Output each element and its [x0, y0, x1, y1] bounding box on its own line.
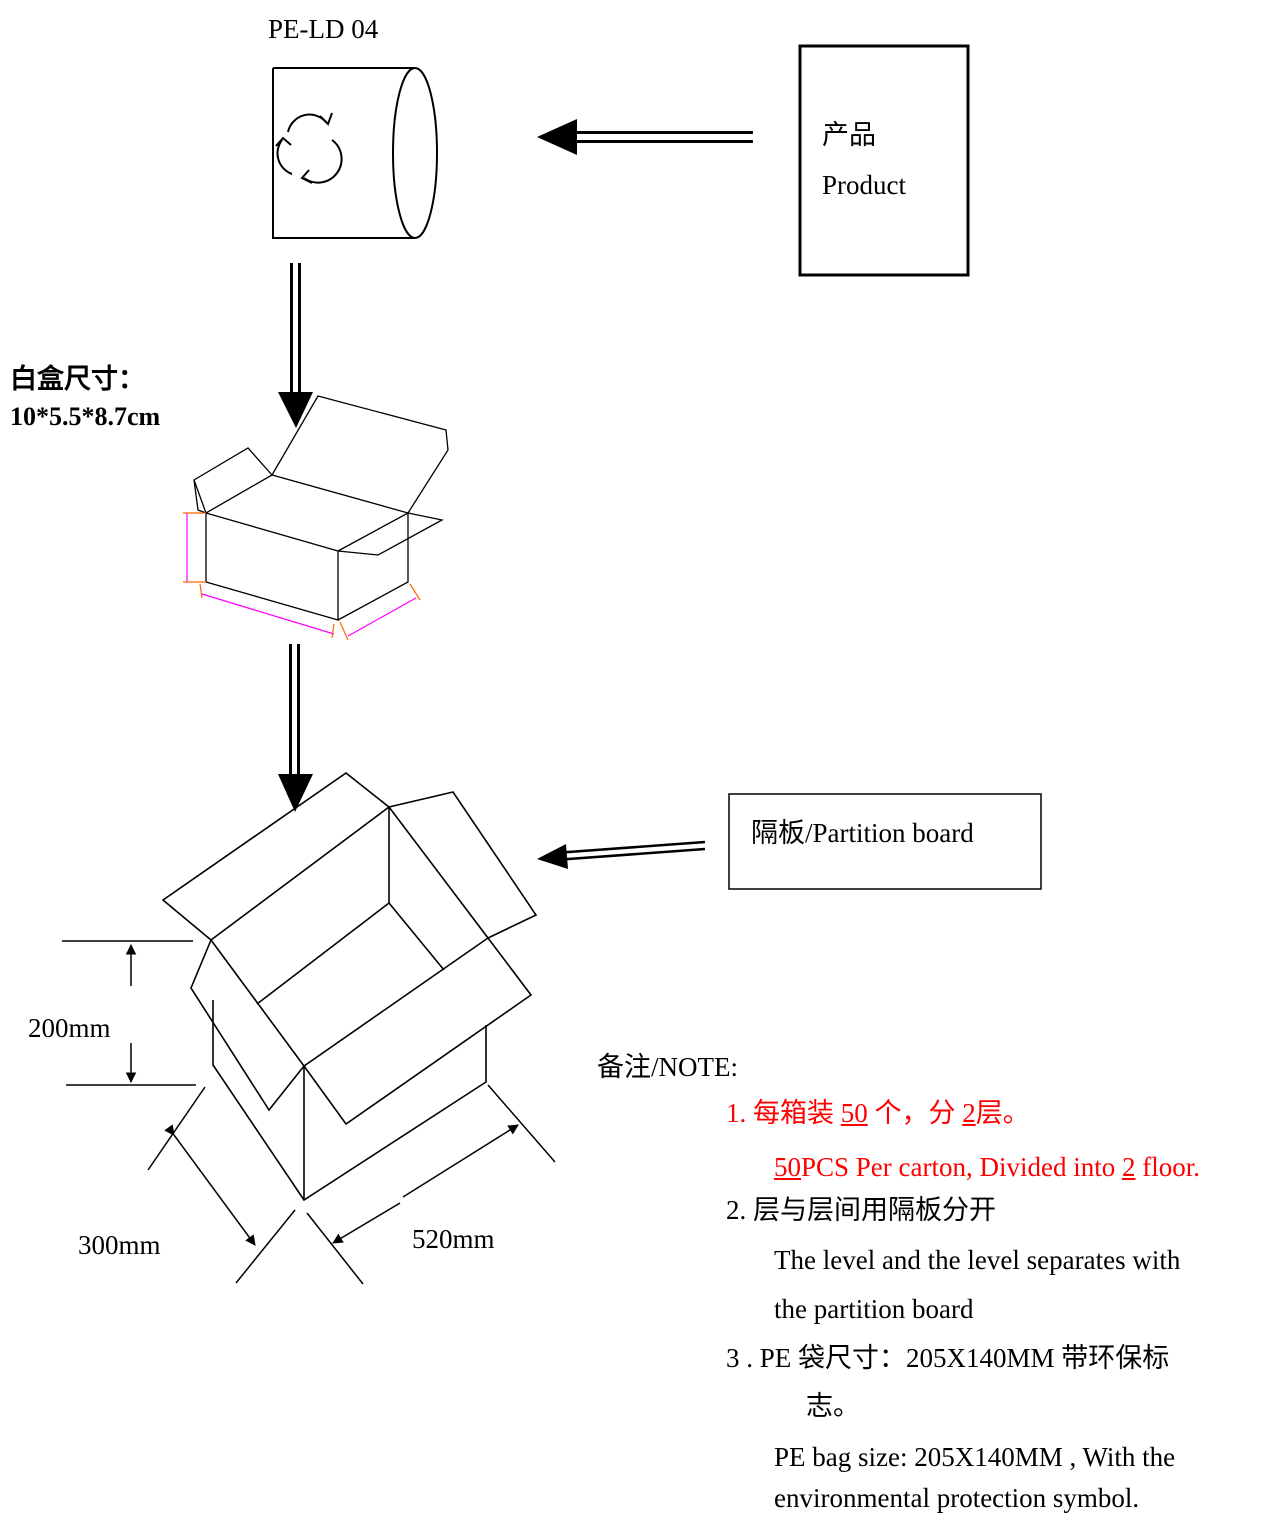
note-3-cn-text: PE 袋尺寸：205X140MM 带环保标	[759, 1343, 1170, 1373]
bag-to-white-box-arrow	[278, 263, 313, 428]
carton-illustration	[161, 772, 538, 1202]
white-box-to-carton-arrow	[278, 644, 313, 812]
note-1-cn-a: 每箱装	[753, 1098, 834, 1128]
note-1-cn-layers: 2	[962, 1098, 976, 1128]
note-1-en-layers: 2	[1121, 1152, 1136, 1182]
note-3-en-line2: environmental protection symbol.	[774, 1483, 1140, 1513]
note-2-en-line2: the partition board	[774, 1294, 974, 1324]
dimension-width-label: 300mm	[78, 1230, 161, 1260]
bag-label: PE-LD 04	[268, 14, 379, 44]
product-to-bag-arrow	[537, 119, 753, 155]
note-2-number: 2.	[726, 1195, 747, 1225]
recycle-icon	[275, 112, 343, 184]
dimension-length-label: 520mm	[412, 1224, 495, 1254]
product-label-cn: 产品	[822, 120, 876, 150]
carton-dimension-lines	[62, 940, 556, 1285]
note-1-cn-qty: 50	[840, 1098, 868, 1128]
note-3-cn-line1: 3 . PE 袋尺寸：205X140MM 带环保标	[726, 1345, 1169, 1372]
white-box-dimension-lines	[183, 512, 421, 641]
product-box	[798, 44, 970, 277]
note-2-cn: 2. 层与层间用隔板分开	[726, 1197, 996, 1224]
partition-board-box	[728, 793, 1042, 890]
note-1-cn: 1. 每箱装 50 个，分 2层。	[726, 1100, 1030, 1127]
note-1-number: 1.	[726, 1098, 747, 1128]
notes-heading: 备注/NOTE:	[597, 1052, 738, 1082]
note-2-cn-text: 层与层间用隔板分开	[753, 1195, 996, 1225]
note-1-en: 50PCS Per carton, Divided into 2 floor.	[774, 1154, 1200, 1181]
note-1-en-b: floor.	[1135, 1152, 1200, 1182]
white-box-size: 10*5.5*8.7cm	[10, 402, 161, 431]
note-3-number: 3 .	[726, 1343, 753, 1373]
note-2-en-line1: The level and the level separates with	[774, 1245, 1181, 1275]
white-box-label: 白盒尺寸：	[10, 364, 145, 394]
partition-to-carton-arrow	[537, 840, 706, 869]
note-1-cn-b: 个，分	[874, 1098, 956, 1128]
dimension-height-label: 200mm	[28, 1013, 111, 1043]
partition-board-label: 隔板/Partition board	[751, 818, 974, 848]
note-1-en-qty: 50	[774, 1152, 801, 1182]
product-label-en: Product	[822, 170, 906, 200]
note-1-en-a: PCS Per carton, Divided into	[801, 1152, 1122, 1182]
pe-bag-illustration	[272, 67, 438, 239]
note-3-en-line1: PE bag size: 205X140MM , With the	[774, 1442, 1176, 1472]
note-1-cn-c: 层。	[975, 1098, 1030, 1128]
note-3-cn-line2: 志。	[806, 1391, 860, 1421]
white-box-illustration	[193, 395, 449, 621]
